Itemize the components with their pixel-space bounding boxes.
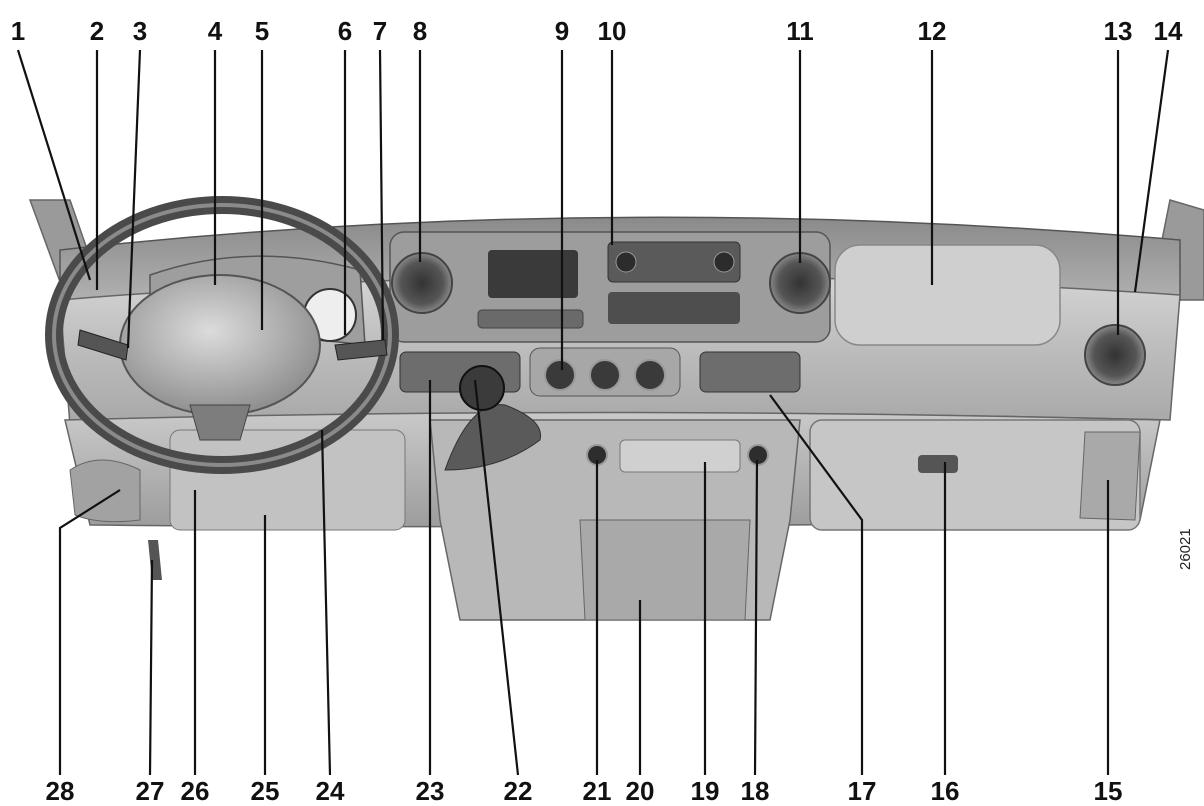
- callout-26: 26: [181, 776, 210, 806]
- storage-slot: [608, 292, 740, 324]
- callout-28: 28: [46, 776, 75, 806]
- callout-6: 6: [338, 16, 352, 46]
- heater-dial-3: [634, 359, 666, 391]
- radio-knob-left: [615, 251, 637, 273]
- leader-line-28: [58, 489, 121, 775]
- steering-wheel-rim-highlight: [52, 203, 392, 467]
- leader-line-24: [320, 429, 332, 776]
- passenger-glovebox: [809, 419, 1141, 531]
- leader-line-17: [769, 394, 864, 775]
- gear-knob: [459, 365, 505, 411]
- callout-12: 12: [918, 16, 947, 46]
- left-stalk: [77, 329, 129, 361]
- leader-line-18: [753, 459, 759, 776]
- callout-22: 22: [504, 776, 533, 806]
- callout-13: 13: [1104, 16, 1133, 46]
- driver-storage: [169, 429, 406, 531]
- steering-wheel-spoke: [189, 404, 251, 441]
- right-stalk: [334, 339, 388, 361]
- leader-line-14: [1133, 49, 1170, 293]
- callout-23: 23: [416, 776, 445, 806]
- lower-storage: [579, 519, 751, 621]
- passenger-side-lower: [1079, 431, 1141, 521]
- callout-16: 16: [931, 776, 960, 806]
- callout-3: 3: [133, 16, 147, 46]
- lower-tray: [619, 439, 741, 473]
- center-left-vent: [391, 252, 453, 314]
- callout-25: 25: [251, 776, 280, 806]
- leader-line-22: [473, 379, 520, 776]
- callout-18: 18: [741, 776, 770, 806]
- callout-4: 4: [208, 16, 223, 46]
- leader-line-3: [126, 49, 142, 349]
- heater-dial-2: [589, 359, 621, 391]
- callout-14: 14: [1154, 16, 1183, 46]
- callout-27: 27: [136, 776, 165, 806]
- center-slot: [477, 309, 584, 329]
- center-display: [488, 250, 578, 298]
- callout-1: 1: [11, 16, 25, 46]
- passenger-side-vent: [1084, 324, 1146, 386]
- passenger-airbag-panel: [834, 244, 1061, 346]
- callout-2: 2: [90, 16, 104, 46]
- glovebox-handle: [918, 455, 958, 473]
- steering-wheel-hub: [119, 274, 321, 416]
- callout-11: 11: [786, 16, 814, 46]
- callout-9: 9: [555, 16, 569, 46]
- heater-dial-1: [544, 359, 576, 391]
- callout-19: 19: [691, 776, 720, 806]
- callout-17: 17: [848, 776, 877, 806]
- radio-unit: [607, 241, 741, 283]
- callout-10: 10: [598, 16, 627, 46]
- callout-7: 7: [373, 16, 387, 46]
- leader-line-7: [378, 49, 385, 341]
- radio-knob-right: [713, 251, 735, 273]
- callout-24: 24: [316, 776, 345, 806]
- leader-line-1: [16, 49, 92, 281]
- leader-line-27: [148, 559, 154, 776]
- callout-21: 21: [583, 776, 612, 806]
- figure-id: 26021: [1177, 528, 1194, 570]
- bonnet-release: [148, 540, 162, 580]
- callout-15: 15: [1094, 776, 1123, 806]
- callout-8: 8: [413, 16, 427, 46]
- callout-20: 20: [626, 776, 655, 806]
- driver-side-vent: [69, 459, 141, 523]
- callout-5: 5: [255, 16, 269, 46]
- gear-boot: [444, 404, 542, 471]
- right-switch-panel: [699, 351, 801, 393]
